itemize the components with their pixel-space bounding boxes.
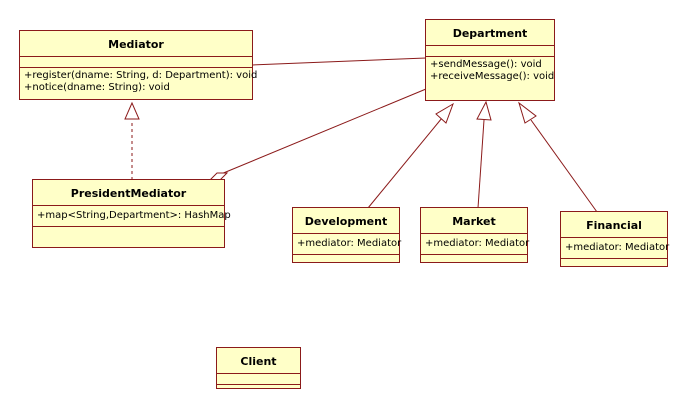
operation-compartment: +sendMessage(): void +receiveMessage(): … xyxy=(426,57,554,85)
attribute: +mediator: Mediator xyxy=(425,238,530,249)
operation-compartment xyxy=(561,259,667,269)
association-mediator-department xyxy=(251,57,427,66)
class-name: Department xyxy=(426,20,554,46)
attribute-compartment: +mediator: Mediator xyxy=(561,238,670,259)
generalization-arrowhead-market xyxy=(476,100,492,121)
class-name: Market xyxy=(421,208,527,234)
class-client[interactable]: Client xyxy=(216,347,301,389)
class-name: Financial xyxy=(561,212,667,238)
class-market[interactable]: Market +mediator: Mediator xyxy=(420,207,530,265)
attribute: +map<String,Department>: HashMap xyxy=(37,210,231,221)
operation-compartment xyxy=(293,255,399,265)
class-mediator[interactable]: Mediator +register(dname: String, d: Dep… xyxy=(19,30,258,100)
class-name: PresidentMediator xyxy=(33,180,224,206)
generalization-line-market xyxy=(477,119,485,209)
operation: +notice(dname: String): void xyxy=(24,82,170,93)
class-development[interactable]: Development +mediator: Mediator xyxy=(292,207,402,265)
class-name: Client xyxy=(217,348,300,374)
attribute-compartment: +mediator: Mediator xyxy=(421,234,530,255)
operation-compartment xyxy=(421,255,527,265)
operation: +sendMessage(): void xyxy=(430,59,542,70)
generalization-arrowhead-development xyxy=(435,102,454,124)
attribute: +mediator: Mediator xyxy=(565,242,670,253)
aggregation-line-president-department xyxy=(220,88,427,175)
class-name: Mediator xyxy=(20,31,252,57)
operation-compartment xyxy=(33,227,224,237)
class-name: Development xyxy=(293,208,399,234)
operation: +register(dname: String, d: Department):… xyxy=(24,70,258,81)
generalization-arrowhead-financial xyxy=(518,101,537,124)
operation-compartment xyxy=(217,385,300,395)
attribute-compartment: +mediator: Mediator xyxy=(293,234,402,255)
class-financial[interactable]: Financial +mediator: Mediator xyxy=(560,211,670,269)
attribute-compartment xyxy=(426,46,554,57)
attribute-compartment xyxy=(20,57,252,68)
operation-compartment: +register(dname: String, d: Department):… xyxy=(20,68,258,96)
operation: +receiveMessage(): void xyxy=(430,71,555,82)
generalization-line-development xyxy=(367,117,443,209)
class-department[interactable]: Department +sendMessage(): void +receive… xyxy=(425,19,555,101)
attribute-compartment: +map<String,Department>: HashMap xyxy=(33,206,231,227)
class-president-mediator[interactable]: PresidentMediator +map<String,Department… xyxy=(32,179,231,248)
attribute: +mediator: Mediator xyxy=(297,238,402,249)
attribute-compartment xyxy=(217,374,300,385)
generalization-line-financial xyxy=(530,119,598,213)
realization-arrowhead xyxy=(124,101,140,120)
